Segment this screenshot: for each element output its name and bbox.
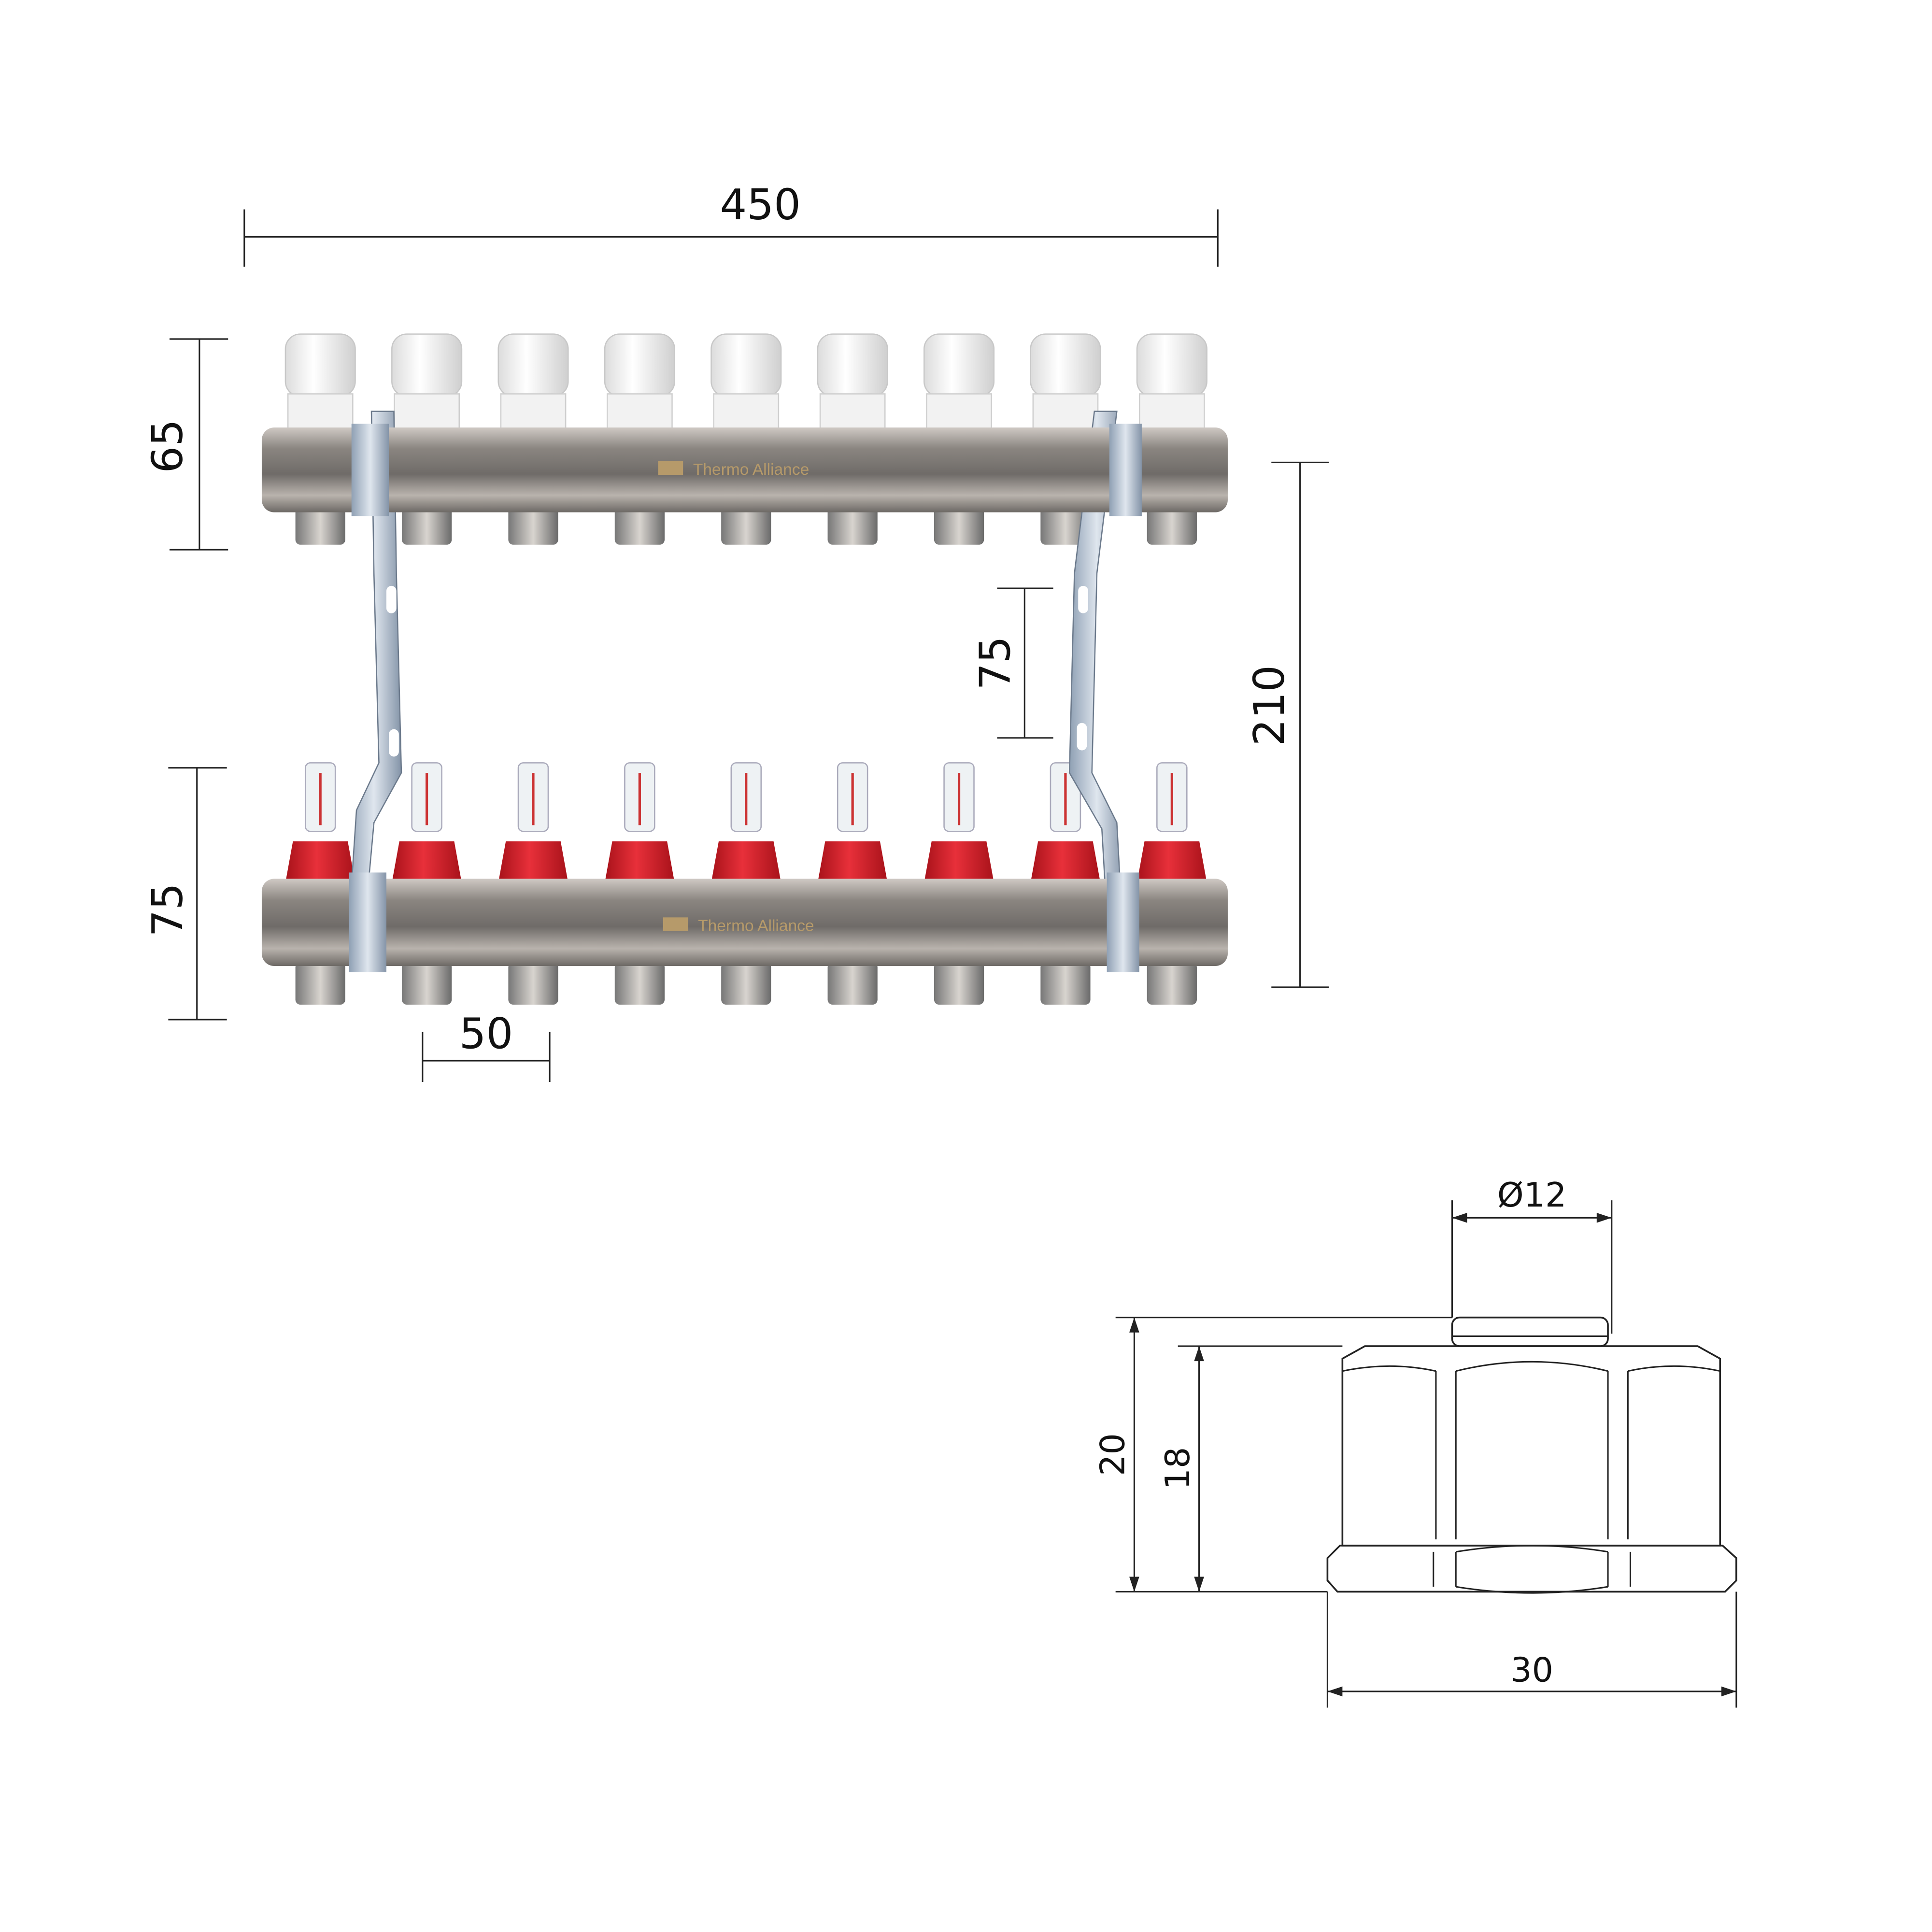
dimension-label-75-gap: 75 — [970, 636, 1020, 690]
outlet-nipple — [295, 505, 345, 545]
flowmeter-red-nut — [605, 841, 675, 883]
dimension-label-50: 50 — [459, 1009, 513, 1058]
dimension-label-210: 210 — [1245, 665, 1294, 746]
valve-port — [1030, 333, 1101, 545]
outlet-nipple — [295, 962, 345, 1005]
flowmeter-red-nut — [924, 841, 994, 883]
flowmeter-red-nut — [1137, 841, 1207, 883]
flowmeter-port — [711, 762, 781, 1005]
flowmeter-port — [605, 762, 675, 1005]
outlet-nipple — [1147, 505, 1197, 545]
dimension-overall-width: 450 — [243, 180, 1219, 267]
dimension-bar-gap: 75 — [970, 587, 1053, 739]
valve-cap — [497, 333, 569, 397]
valve-port — [710, 333, 782, 545]
dimension-label-65: 65 — [143, 419, 192, 473]
brand-logo-top: Thermo Alliance — [658, 461, 809, 479]
brand-text: Thermo Alliance — [698, 917, 814, 935]
manifold: Thermo Alliance Thermo Alliance — [261, 333, 1228, 1005]
flowmeter-port — [285, 762, 355, 1005]
outlet-nipple — [721, 962, 771, 1005]
outlet-nipple — [402, 962, 452, 1005]
compression-fitting-drawing — [1326, 1316, 1737, 1594]
outlet-nipple — [614, 505, 665, 545]
top-valve-row — [284, 333, 1208, 545]
flowmeter-port — [1137, 762, 1207, 1005]
dimension-label-75-bottom: 75 — [143, 883, 192, 937]
dimension-fitting-height-body: 18 — [1158, 1345, 1343, 1592]
outlet-nipple — [1040, 505, 1091, 545]
flowmeter-port — [817, 762, 888, 1005]
flowmeter-red-nut — [392, 841, 462, 883]
bottom-flowmeter-row — [285, 762, 1207, 1005]
flowmeter-red-nut — [1030, 841, 1101, 883]
dimension-label-18: 18 — [1158, 1447, 1197, 1490]
mounting-bracket-left — [346, 411, 402, 961]
valve-port — [604, 333, 675, 545]
valve-port — [284, 333, 356, 545]
outlet-nipple — [721, 505, 771, 545]
dimension-label-20: 20 — [1094, 1433, 1133, 1476]
dimension-port-spacing: 50 — [422, 1009, 551, 1082]
dimension-top-height: 65 — [143, 338, 228, 551]
flowmeter-red-nut — [711, 841, 781, 883]
valve-port — [1136, 333, 1208, 545]
dimension-total-height: 210 — [1245, 461, 1329, 988]
valve-cap — [284, 333, 356, 397]
outlet-nipple — [402, 505, 452, 545]
return-bar — [261, 879, 1228, 966]
outlet-nipple — [508, 505, 558, 545]
valve-cap — [604, 333, 675, 397]
flowmeter-port — [392, 762, 462, 1005]
outlet-nipple — [508, 962, 558, 1005]
flowmeter-port — [924, 762, 994, 1005]
flowmeter-red-nut — [498, 841, 568, 883]
outlet-nipple — [827, 962, 878, 1005]
dimension-label-450: 450 — [720, 180, 800, 229]
dimension-fitting-width: 30 — [1326, 1591, 1737, 1708]
flowmeter-red-nut — [285, 841, 355, 883]
dimension-fitting-diameter: Ø12 — [1451, 1176, 1613, 1334]
valve-port — [497, 333, 569, 545]
valve-cap — [710, 333, 782, 397]
outlet-nipple — [1147, 962, 1197, 1005]
valve-port — [923, 333, 995, 545]
valve-cap — [923, 333, 995, 397]
outlet-nipple — [934, 962, 984, 1005]
flowmeter-red-nut — [817, 841, 888, 883]
outlet-nipple — [614, 962, 665, 1005]
valve-port — [391, 333, 463, 545]
outlet-nipple — [827, 505, 878, 545]
outlet-nipple — [1040, 962, 1091, 1005]
valve-cap — [1136, 333, 1208, 397]
supply-bar — [261, 427, 1228, 512]
dimension-fitting-height-total: 20 — [1094, 1317, 1452, 1593]
valve-cap — [1030, 333, 1101, 397]
dimension-bottom-height: 75 — [143, 767, 227, 1021]
dimension-label-d12: Ø12 — [1497, 1176, 1566, 1215]
flowmeter-port — [498, 762, 568, 1005]
outlet-nipple — [934, 505, 984, 545]
dimension-label-30: 30 — [1510, 1650, 1553, 1690]
brand-text: Thermo Alliance — [693, 461, 809, 479]
valve-cap — [391, 333, 463, 397]
valve-cap — [817, 333, 888, 397]
brand-logo-bottom: Thermo Alliance — [663, 917, 814, 935]
